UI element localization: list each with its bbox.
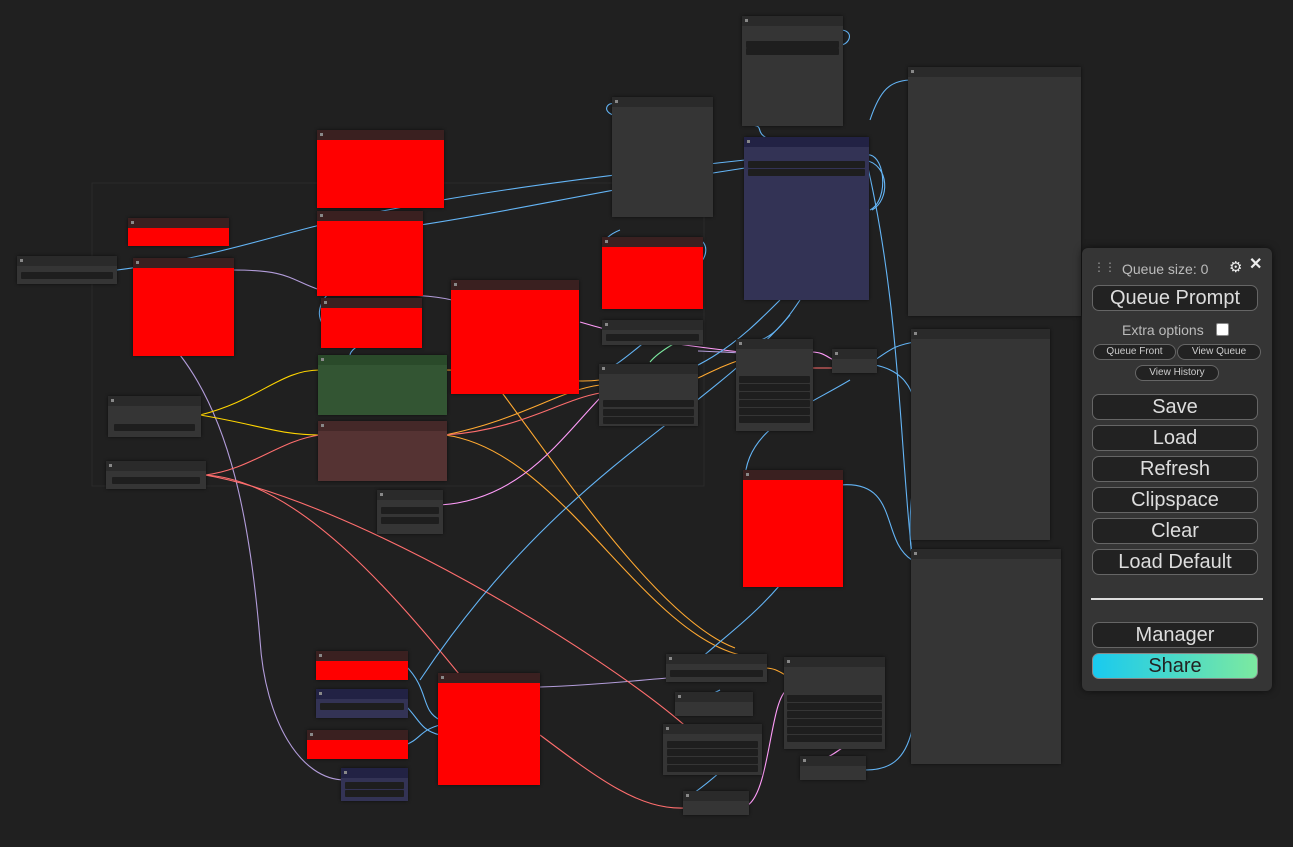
graph-node[interactable] xyxy=(133,258,234,356)
graph-node[interactable] xyxy=(438,673,540,785)
load-button[interactable]: Load xyxy=(1092,425,1258,451)
graph-node[interactable] xyxy=(599,364,698,426)
save-button[interactable]: Save xyxy=(1092,394,1258,420)
clear-button[interactable]: Clear xyxy=(1092,518,1258,544)
graph-node[interactable] xyxy=(318,355,447,415)
graph-node[interactable] xyxy=(318,421,447,481)
graph-node[interactable] xyxy=(800,756,866,780)
graph-node[interactable] xyxy=(832,349,877,373)
load-default-button[interactable]: Load Default xyxy=(1092,549,1258,575)
graph-node[interactable] xyxy=(602,237,703,309)
graph-node[interactable] xyxy=(377,490,443,534)
graph-node[interactable] xyxy=(744,137,869,300)
graph-node[interactable] xyxy=(911,329,1050,540)
graph-node[interactable] xyxy=(784,657,885,749)
graph-node[interactable] xyxy=(911,549,1061,764)
manager-button[interactable]: Manager xyxy=(1092,622,1258,648)
graph-node[interactable] xyxy=(307,730,408,759)
graph-node[interactable] xyxy=(742,16,843,126)
refresh-button[interactable]: Refresh xyxy=(1092,456,1258,482)
graph-node[interactable] xyxy=(108,396,201,437)
gear-icon[interactable]: ⚙ xyxy=(1229,259,1243,276)
graph-node[interactable] xyxy=(317,211,423,296)
clipspace-button[interactable]: Clipspace xyxy=(1092,487,1258,513)
graph-node[interactable] xyxy=(666,654,767,682)
drag-handle-icon[interactable]: ⋮⋮ xyxy=(1093,260,1116,274)
graph-node[interactable] xyxy=(683,791,749,815)
share-button[interactable]: Share xyxy=(1092,653,1258,679)
queue-size-label: Queue size: 0 xyxy=(1122,261,1209,277)
queue-menu-panel: ⋮⋮ Queue size: 0 ⚙ ✕ Queue Prompt Extra … xyxy=(1082,248,1272,691)
graph-node[interactable] xyxy=(743,470,843,587)
graph-node[interactable] xyxy=(106,461,206,489)
graph-node[interactable] xyxy=(341,768,408,801)
extra-options-label: Extra options xyxy=(1122,322,1204,338)
close-icon[interactable]: ✕ xyxy=(1249,256,1263,273)
graph-node[interactable] xyxy=(736,339,813,431)
graph-node[interactable] xyxy=(675,692,753,716)
view-history-button[interactable]: View History xyxy=(1135,365,1219,381)
graph-node[interactable] xyxy=(316,689,408,718)
graph-node[interactable] xyxy=(17,256,117,284)
view-queue-button[interactable]: View Queue xyxy=(1177,344,1261,360)
graph-node[interactable] xyxy=(451,280,579,394)
graph-node[interactable] xyxy=(602,320,703,345)
graph-node[interactable] xyxy=(663,724,762,775)
graph-node[interactable] xyxy=(612,97,713,217)
graph-node[interactable] xyxy=(908,67,1081,316)
graph-node[interactable] xyxy=(317,130,444,208)
graph-node[interactable] xyxy=(316,651,408,680)
queue-front-button[interactable]: Queue Front xyxy=(1093,344,1176,360)
extra-options-checkbox[interactable] xyxy=(1216,323,1229,336)
graph-node[interactable] xyxy=(321,298,422,348)
menu-divider xyxy=(1091,598,1263,600)
graph-node[interactable] xyxy=(128,218,229,246)
queue-prompt-button[interactable]: Queue Prompt xyxy=(1092,285,1258,311)
